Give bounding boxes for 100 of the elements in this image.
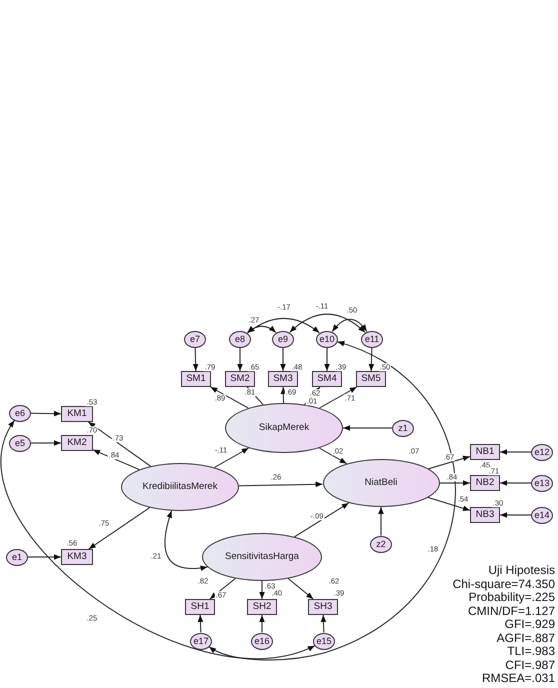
error-term-ellipse (190, 632, 212, 650)
indicator-box (470, 444, 500, 460)
variable-name: KM3 (67, 552, 87, 562)
error-term-ellipse (9, 434, 31, 452)
arrow (439, 480, 470, 486)
variable-name: SM2 (230, 374, 250, 384)
double-headed-arrow (246, 326, 276, 334)
arrow (294, 502, 350, 538)
variable-name: NiatBeli (364, 478, 398, 488)
variable-name: z1 (398, 424, 408, 432)
indicator-box (61, 549, 93, 565)
fit-statistic: CMIN/DF=1.127 (466, 604, 555, 618)
arrow (324, 347, 330, 372)
variable-name: e13 (534, 478, 550, 488)
variable-name: SM3 (273, 374, 293, 384)
arrow (30, 410, 62, 416)
error-term-ellipse (272, 330, 294, 348)
indicator-box (268, 371, 298, 387)
variable-name: e12 (534, 448, 550, 456)
indicator-box (312, 371, 342, 387)
arrow (214, 448, 250, 468)
fit-statistic: Uji Hipotesis (487, 564, 555, 578)
variable-name: NB1 (476, 447, 494, 457)
variable-name: SM5 (361, 374, 381, 384)
double-headed-arrow (208, 341, 456, 660)
arrow (198, 614, 204, 633)
arrow (280, 386, 286, 404)
arrow (320, 614, 326, 633)
variable-name: e9 (278, 334, 288, 344)
error-term-ellipse (531, 506, 553, 524)
variable-name: e8 (234, 334, 245, 344)
variable-name: SH3 (314, 602, 332, 612)
arrow (259, 614, 265, 633)
variable-name: e1 (12, 552, 22, 562)
error-term-ellipse (251, 632, 273, 650)
fit-statistic: Probability=.225 (468, 591, 555, 604)
arrow (500, 512, 532, 518)
error-term-ellipse (229, 330, 251, 348)
variable-name: e14 (534, 510, 550, 520)
arrow (288, 578, 314, 600)
arrow (30, 440, 62, 446)
arrow (209, 578, 236, 600)
indicator-box (308, 599, 338, 615)
variable-name: SH1 (190, 602, 210, 612)
variable-name: NB2 (476, 478, 494, 488)
error-term-ellipse (6, 548, 28, 566)
double-headed-arrow (289, 314, 366, 333)
error-term-ellipse (370, 536, 392, 552)
arrow (378, 506, 384, 536)
variable-name: KredibiilitasMerek (142, 482, 218, 492)
variable-name: KM2 (67, 438, 87, 448)
error-term-ellipse (9, 404, 31, 422)
variable-name: SensitivitasHarga (225, 552, 299, 562)
fit-statistic: Chi-square=74.350 (452, 578, 555, 591)
indicator-box (225, 371, 255, 387)
variable-name: SM1 (186, 374, 206, 384)
variable-name: SM4 (317, 374, 337, 384)
variable-name: e7 (190, 334, 200, 344)
arrow (210, 386, 249, 409)
variable-name: NB3 (476, 510, 494, 520)
indicator-box (356, 371, 386, 387)
indicator-box (181, 371, 211, 387)
arrow (368, 347, 374, 372)
error-term-ellipse (313, 632, 335, 650)
arrow (280, 347, 286, 372)
arrow (88, 507, 150, 550)
double-headed-arrow (164, 510, 208, 571)
variable-name: e16 (254, 636, 270, 646)
error-term-ellipse (316, 330, 338, 348)
indicator-box (247, 599, 277, 615)
fit-statistic: RMSEA=.031 (480, 672, 555, 686)
fit-statistic: CFI=.987 (504, 658, 555, 672)
variable-name: e10 (319, 334, 335, 344)
indicator-box (61, 435, 93, 451)
arrow (427, 496, 470, 512)
arrow (500, 449, 532, 455)
variable-name: SikapMerek (258, 423, 310, 433)
variable-name: e15 (316, 636, 332, 646)
variable-name: KM1 (67, 409, 87, 419)
arrow (92, 449, 140, 470)
arrow (28, 554, 62, 560)
variable-name: e5 (14, 438, 25, 448)
error-term-ellipse (184, 330, 206, 348)
indicator-box (185, 599, 215, 615)
error-term-ellipse (531, 444, 553, 460)
arrow (500, 480, 532, 486)
arrow (342, 425, 392, 431)
indicator-box (470, 507, 500, 523)
latent-variable-ellipse (322, 459, 440, 507)
variable-name: e6 (14, 408, 25, 418)
indicator-box (61, 406, 93, 422)
variable-name: e17 (193, 636, 209, 646)
arrow (428, 456, 470, 470)
variable-name: z2 (376, 540, 386, 548)
arrow (238, 482, 324, 488)
fit-statistic: AGFI=.887 (496, 632, 555, 645)
variable-name: SH2 (252, 602, 272, 612)
arrow (192, 347, 198, 372)
arrow (237, 347, 243, 372)
error-term-ellipse (361, 330, 383, 348)
